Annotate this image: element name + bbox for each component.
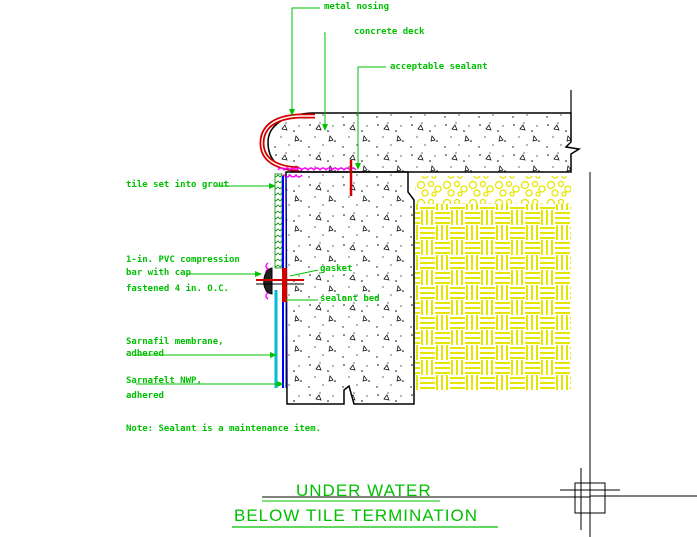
label-acceptable-sealant: acceptable sealant (390, 62, 488, 72)
label-concrete-deck: concrete deck (354, 27, 425, 37)
label-pvc-bar-line3: fastened 4 in. O.C. (126, 284, 229, 294)
label-tile-set-into-grout: tile set into grout (126, 180, 229, 190)
label-sealant-bed: sealant bed (320, 294, 380, 304)
label-membrane-line1: Sarnafil membrane, (126, 337, 224, 347)
concrete-wall (285, 171, 415, 405)
leader-arrowheads (255, 109, 361, 387)
title-line1: UNDER WATER (296, 481, 432, 500)
label-pvc-bar-line1: 1-in. PVC compression (126, 255, 240, 265)
leaders (136, 7, 386, 385)
note-text: Note: Sealant is a maintenance item. (126, 424, 322, 434)
paver-infill (415, 204, 571, 390)
concrete-deck-slab (267, 90, 582, 173)
title-line2: BELOW TILE TERMINATION (234, 506, 478, 525)
label-gasket: gasket (320, 264, 353, 274)
label-sarnafelt-line2: adhered (126, 391, 164, 401)
pvc-compression-bar (256, 267, 304, 302)
label-membrane-line2: adhered (126, 349, 164, 359)
label-pvc-bar-line2: bar with cap (126, 268, 192, 278)
label-sarnafelt-line1: Sarnafelt NWP, (126, 376, 202, 386)
label-metal-nosing: metal nosing (324, 2, 390, 12)
tile-grout (274, 173, 283, 269)
cad-crosshair (560, 172, 697, 537)
setting-bed (415, 176, 571, 204)
